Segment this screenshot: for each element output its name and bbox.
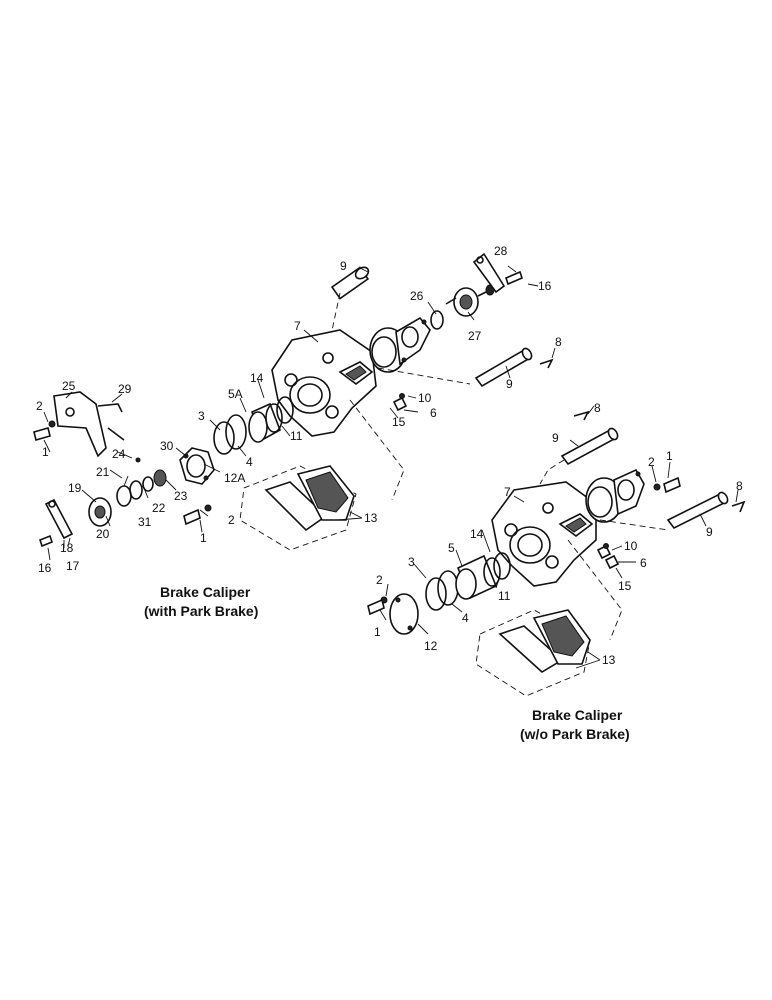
- slide-pin-right: [377, 347, 554, 388]
- park-brake-pads: [239, 399, 405, 551]
- callout-20: 20: [96, 527, 110, 541]
- np-callout-10: 10: [624, 539, 638, 553]
- np-callout-7: 7: [504, 485, 511, 499]
- caption-nopark-line2: (w/o Park Brake): [520, 726, 630, 742]
- nopark-left-bolt: [367, 596, 388, 616]
- np-callout-1-right: 1: [666, 449, 673, 463]
- park-end-cover: [179, 447, 215, 485]
- np-callout-11: 11: [498, 589, 511, 603]
- callout-26: 26: [410, 289, 424, 303]
- callout-31: 31: [138, 515, 152, 529]
- np-callout-14: 14: [470, 527, 484, 541]
- np-callout-15: 15: [618, 579, 632, 593]
- nopark-slide-pin-right: [599, 491, 746, 531]
- callout-9-right: 9: [506, 377, 513, 391]
- park-lever-top: [472, 252, 523, 294]
- callout-30: 30: [160, 439, 174, 453]
- park-adjuster: [430, 284, 495, 330]
- nopark-brake-pads: [475, 539, 623, 697]
- np-callout-5: 5: [448, 541, 455, 555]
- callout-14: 14: [250, 371, 264, 385]
- caption-park-line2: (with Park Brake): [144, 603, 258, 619]
- callout-15: 15: [392, 415, 406, 429]
- np-callout-1-left: 1: [374, 625, 381, 639]
- nopark-leader-lines: [379, 405, 739, 669]
- np-callout-3: 3: [408, 555, 415, 569]
- np-callout-9-top: 9: [552, 431, 559, 445]
- park-bracket: [53, 391, 125, 458]
- np-callout-12: 12: [424, 639, 438, 653]
- nopark-piston-cylinder: [585, 468, 645, 523]
- callout-25: 25: [62, 379, 76, 393]
- callout-27: 27: [468, 329, 482, 343]
- callout-21: 21: [96, 465, 110, 479]
- nopark-end-cover: [389, 593, 419, 635]
- slide-pin-top: [305, 266, 370, 341]
- park-piston-cylinder: [369, 316, 431, 373]
- caption-park-line1: Brake Caliper: [160, 584, 251, 600]
- np-callout-13: 13: [602, 653, 616, 667]
- callout-7: 7: [294, 319, 301, 333]
- callout-2-lower: 2: [228, 513, 235, 527]
- callout-13: 13: [364, 511, 378, 525]
- park-leader-lines: [43, 265, 556, 561]
- nopark-slide-pin-top: [539, 410, 619, 485]
- callout-18: 18: [60, 541, 74, 555]
- callout-2: 2: [36, 399, 43, 413]
- callout-1-lower: 1: [200, 531, 207, 545]
- np-callout-9-right: 9: [706, 525, 713, 539]
- park-callouts: 9 28 16 26 27 7 8 9 10 6 15 14 5A 3 11 4…: [36, 244, 562, 575]
- callout-19: 19: [68, 481, 82, 495]
- np-callout-8-top: 8: [594, 401, 601, 415]
- callout-24: 24: [112, 447, 126, 461]
- callout-23: 23: [174, 489, 188, 503]
- park-piston-seals: [213, 396, 294, 455]
- callout-4: 4: [246, 455, 253, 469]
- callout-5A: 5A: [228, 387, 243, 401]
- callout-29: 29: [118, 382, 132, 396]
- np-callout-8-right: 8: [736, 479, 743, 493]
- park-lever-bottom: [39, 498, 74, 548]
- np-callout-2-left: 2: [376, 573, 383, 587]
- np-callout-6: 6: [640, 556, 647, 570]
- park-brake-assembly: 9 28 16 26 27 7 8 9 10 6 15 14 5A 3 11 4…: [33, 244, 562, 619]
- callout-22: 22: [152, 501, 166, 515]
- callout-10: 10: [418, 391, 432, 405]
- callout-17: 17: [66, 559, 80, 573]
- callout-3: 3: [198, 409, 205, 423]
- nopark-right-bolt: [653, 476, 681, 494]
- nopark-bleeder-bolts: [596, 543, 620, 570]
- nopark-caliper-housing: [491, 481, 597, 587]
- caliper-housing: [271, 329, 377, 437]
- callout-12A: 12A: [224, 471, 245, 485]
- nopark-piston-seals: [425, 552, 511, 611]
- park-bleeder-bolts: [392, 393, 408, 412]
- callout-1: 1: [42, 445, 49, 459]
- callout-16-top: 16: [538, 279, 552, 293]
- np-callout-4: 4: [462, 611, 469, 625]
- callout-6: 6: [430, 406, 437, 420]
- caption-nopark-line1: Brake Caliper: [532, 707, 623, 723]
- park-mount-bolt: [33, 420, 212, 526]
- callout-16-bottom: 16: [38, 561, 52, 575]
- callout-9-top: 9: [340, 259, 347, 273]
- np-callout-2-right: 2: [648, 455, 655, 469]
- callout-28: 28: [494, 244, 508, 258]
- callout-8: 8: [555, 335, 562, 349]
- callout-11: 11: [290, 429, 303, 443]
- nopark-brake-assembly: 8 9 2 1 8 9 7 10 6 15 14 5 3 11 4 12 2 1…: [367, 401, 746, 742]
- park-mechanism-parts: [88, 457, 167, 527]
- nopark-callouts: 8 9 2 1 8 9 7 10 6 15 14 5 3 11 4 12 2 1…: [374, 401, 743, 667]
